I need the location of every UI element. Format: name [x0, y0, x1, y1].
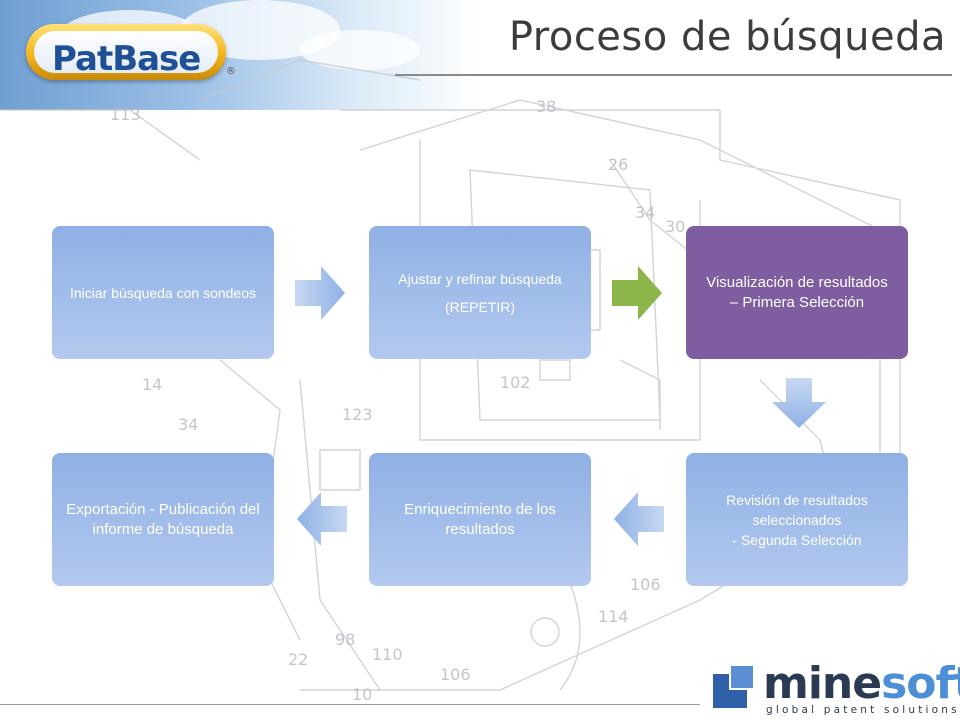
registered-mark: ® [226, 66, 236, 77]
step-4-box: Revisión de resultados seleccionados - S… [686, 453, 908, 586]
step-3-box: Visualización de resultados – Primera Se… [686, 226, 908, 359]
blueprint-label: 22 [288, 650, 308, 669]
blueprint-label: 123 [342, 405, 373, 424]
arrow-right-icon [295, 266, 345, 320]
patbase-logo: PatBase [26, 24, 236, 84]
step-2-box: Ajustar y refinar búsqueda (REPETIR) [369, 226, 591, 359]
blueprint-label: 34 [178, 415, 198, 434]
arrow-right-green-icon [612, 266, 662, 320]
step-5-box: Enriquecimiento de los resultados [369, 453, 591, 586]
step-4-label: Revisión de resultados seleccionados - S… [726, 491, 868, 548]
minesoft-square-icon [729, 664, 755, 690]
minesoft-logo: minesoft global patent solutions [713, 658, 960, 720]
blueprint-label: 26 [608, 155, 628, 174]
blueprint-label: 110 [372, 645, 403, 664]
blueprint-label: 14 [142, 375, 162, 394]
blueprint-label: 102 [500, 373, 531, 392]
patbase-logo-inner: PatBase [34, 31, 218, 79]
step-2-label: Ajustar y refinar búsqueda [398, 270, 562, 287]
step-1-label: Iniciar búsqueda con sondeos [69, 284, 257, 301]
title-underline [395, 74, 952, 76]
page-title: Proceso de búsqueda [508, 14, 946, 60]
arrow-down-icon [772, 378, 826, 428]
step-5-label: Enriquecimiento de los resultados [404, 500, 556, 538]
minesoft-soft: soft [881, 658, 960, 709]
blueprint-label: 38 [536, 97, 556, 116]
blueprint-label: 98 [335, 630, 355, 649]
blueprint-label: 30 [665, 217, 685, 236]
patbase-logo-text: PatBase [52, 39, 201, 79]
step-2-sublabel: (REPETIR) [445, 298, 515, 315]
blueprint-label: 10 [352, 685, 372, 704]
arrow-left-icon [614, 492, 664, 546]
step-1-box: Iniciar búsqueda con sondeos [52, 226, 274, 359]
blueprint-label: 113 [110, 105, 141, 124]
step-3-label: Visualización de resultados – Primera Se… [706, 273, 888, 311]
minesoft-wordmark: minesoft [763, 658, 960, 709]
minesoft-tagline: global patent solutions [766, 704, 960, 716]
step-2-content: Ajustar y refinar búsqueda (REPETIR) [398, 269, 561, 317]
blueprint-label: 106 [440, 665, 471, 684]
step-6-box: Exportación - Publicación del informe de… [52, 453, 274, 586]
blueprint-label: 114 [598, 607, 629, 626]
arrow-left-icon [297, 492, 347, 546]
blueprint-label: 34 [635, 203, 655, 222]
blueprint-label: 106 [630, 575, 661, 594]
footer-rule [0, 704, 700, 705]
patbase-logo-badge: PatBase [26, 24, 226, 80]
minesoft-mine: mine [763, 658, 882, 709]
step-6-label: Exportación - Publicación del informe de… [66, 500, 260, 538]
